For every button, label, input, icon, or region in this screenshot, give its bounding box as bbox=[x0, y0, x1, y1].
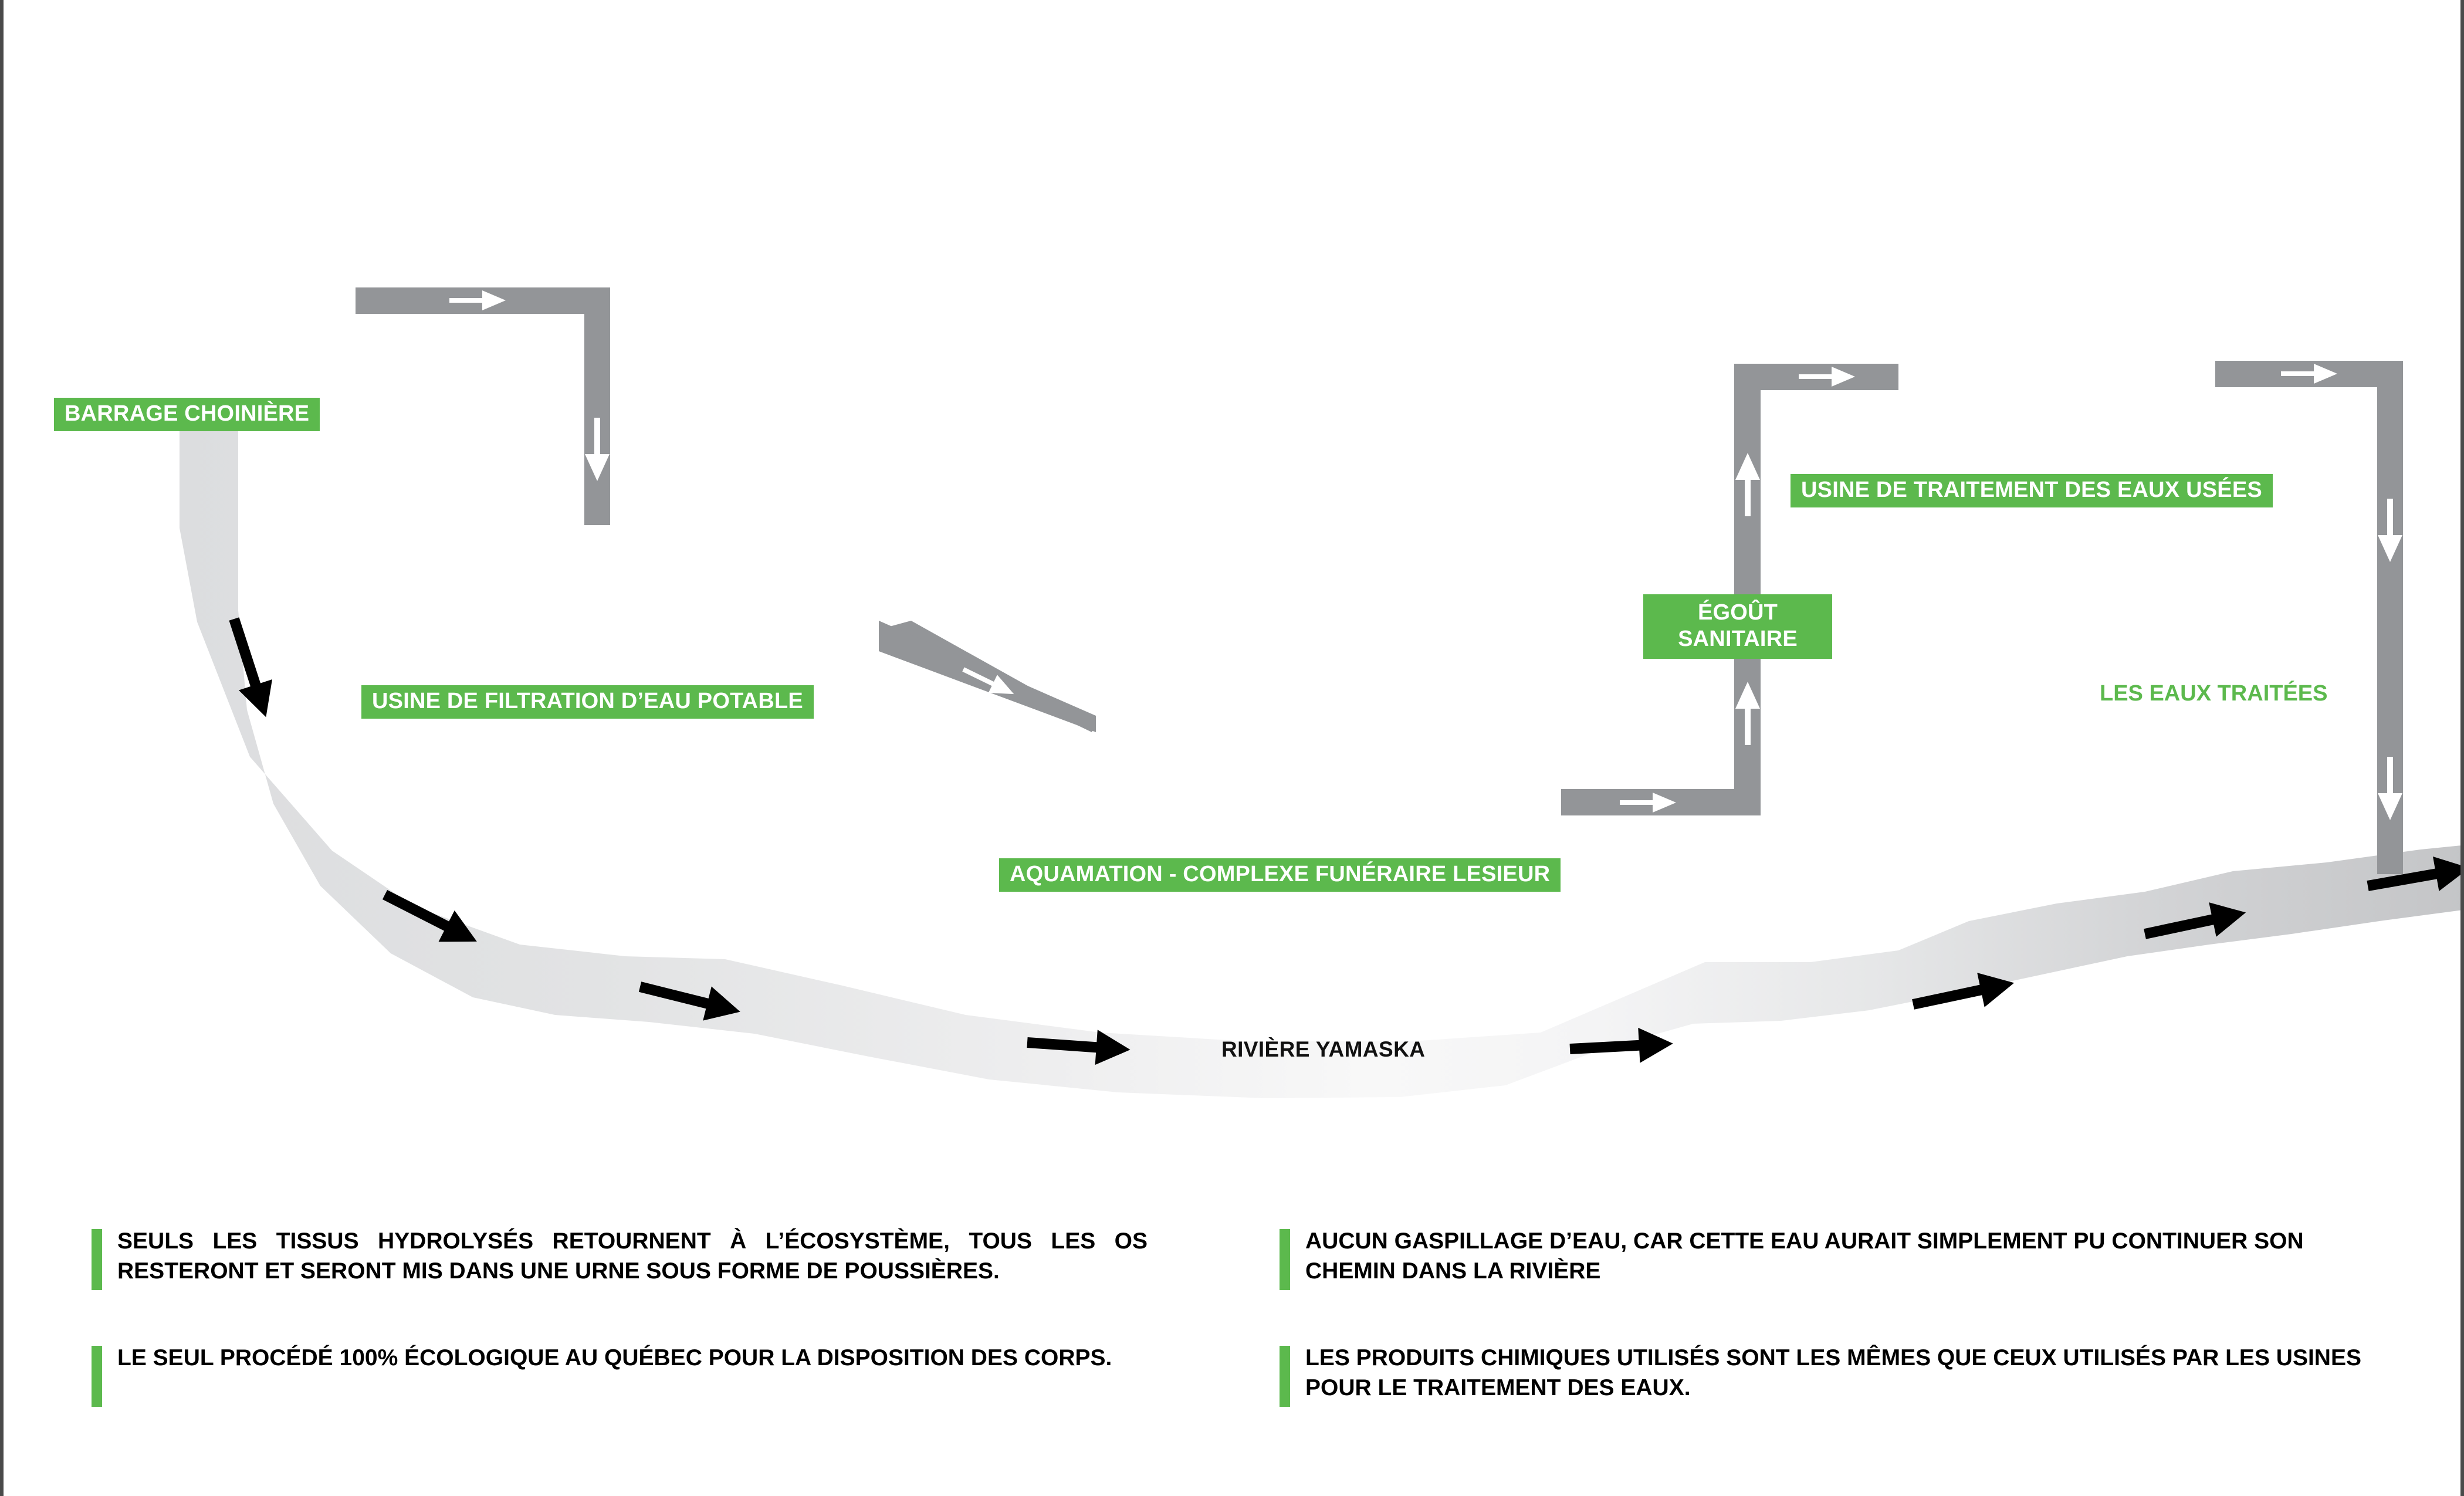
pipe-flow-arrows bbox=[449, 290, 2402, 820]
label-usine-traitement-eaux-usees[interactable]: USINE DE TRAITEMENT DES EAUX USÉES bbox=[1791, 474, 2273, 507]
note-accent-bar bbox=[1280, 1346, 1290, 1407]
note-item: LE SEUL PROCÉDÉ 100% ÉCOLOGIQUE AU QUÉBE… bbox=[92, 1343, 1148, 1407]
label-egout-sanitaire[interactable]: ÉGOÛT SANITAIRE bbox=[1643, 594, 1832, 659]
note-text: LE SEUL PROCÉDÉ 100% ÉCOLOGIQUE AU QUÉBE… bbox=[117, 1345, 1112, 1370]
note-accent-bar bbox=[92, 1346, 102, 1407]
note-item: LES PRODUITS CHIMIQUES UTILISÉS SONT LES… bbox=[1280, 1343, 2380, 1407]
label-egout-line1: ÉGOÛT bbox=[1697, 600, 1778, 625]
pipe-intake-to-filtration bbox=[356, 287, 610, 525]
label-barrage-choiniere[interactable]: BARRAGE CHOINIÈRE bbox=[54, 398, 320, 431]
label-usine-traitement-text: USINE DE TRAITEMENT DES EAUX USÉES bbox=[1801, 478, 2262, 502]
label-egout-line2: SANITAIRE bbox=[1678, 627, 1798, 651]
label-usine-filtration-text: USINE DE FILTRATION D’EAU POTABLE bbox=[372, 689, 803, 713]
notes-column-right: AUCUN GASPILLAGE D’EAU, CAR CETTE EAU AU… bbox=[1236, 1226, 2380, 1460]
note-accent-bar bbox=[92, 1229, 102, 1290]
pipe-aquamation-diagonal bbox=[879, 621, 1096, 732]
water-cycle-diagram bbox=[180, 287, 2460, 1098]
notes-column-left: SEULS LES TISSUS HYDROLYSÉS RETOURNENT À… bbox=[92, 1226, 1236, 1460]
label-aquamation-text: AQUAMATION - COMPLEXE FUNÉRAIRE LESIEUR bbox=[1010, 862, 1551, 886]
note-text: LES PRODUITS CHIMIQUES UTILISÉS SONT LES… bbox=[1305, 1345, 2361, 1401]
benefits-notes: SEULS LES TISSUS HYDROLYSÉS RETOURNENT À… bbox=[4, 1226, 2460, 1460]
note-item: AUCUN GASPILLAGE D’EAU, CAR CETTE EAU AU… bbox=[1280, 1226, 2380, 1290]
pipe-sanitary-sewer bbox=[1561, 364, 1898, 815]
pipe-intake-to-filtration-fill bbox=[356, 287, 610, 525]
note-text: SEULS LES TISSUS HYDROLYSÉS RETOURNENT À… bbox=[117, 1228, 1148, 1284]
label-riviere-yamaska: RIVIÈRE YAMASKA bbox=[1221, 1037, 1426, 1061]
note-item: SEULS LES TISSUS HYDROLYSÉS RETOURNENT À… bbox=[92, 1226, 1148, 1290]
note-accent-bar bbox=[1280, 1229, 1290, 1290]
label-usine-filtration[interactable]: USINE DE FILTRATION D’EAU POTABLE bbox=[361, 685, 814, 719]
river-flow-arrows bbox=[229, 617, 2460, 1065]
note-text: AUCUN GASPILLAGE D’EAU, CAR CETTE EAU AU… bbox=[1305, 1228, 2304, 1284]
pipe-treated-water-outfall bbox=[2215, 361, 2403, 874]
label-les-eaux-traitees: LES EAUX TRAITÉES bbox=[2100, 681, 2328, 706]
label-aquamation-complexe-funeraire[interactable]: AQUAMATION - COMPLEXE FUNÉRAIRE LESIEUR bbox=[999, 858, 1561, 892]
pipe-network bbox=[356, 287, 2403, 874]
label-barrage-choiniere-text: BARRAGE CHOINIÈRE bbox=[65, 401, 310, 426]
river-yamaska bbox=[180, 431, 2460, 1098]
